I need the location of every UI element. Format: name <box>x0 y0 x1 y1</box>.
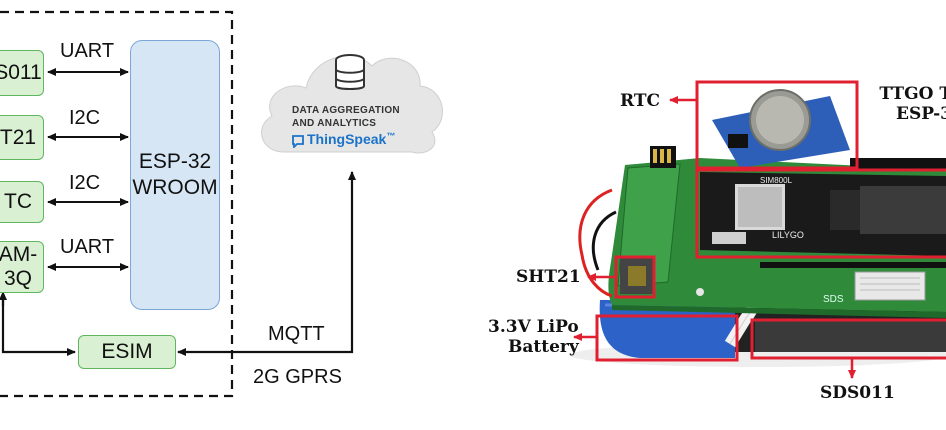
label-sds011: SDS011 <box>820 383 895 403</box>
sim800l-print: SIM800L <box>760 176 793 185</box>
network-label: 2G GPRS <box>253 366 342 388</box>
cloud-line2: AND ANALYTICS <box>292 118 377 129</box>
sensor-block-pm: AM- 3Q <box>0 241 44 293</box>
thingspeak-logo-icon <box>292 135 304 148</box>
cloud-line1: DATA AGGREGATION <box>292 105 400 116</box>
label-rtc: RTC <box>620 91 661 111</box>
sensor-block-sds011: S011 <box>0 50 44 96</box>
esim-to-cloud-arrow <box>177 171 356 356</box>
link-label-uart-2: UART <box>60 236 115 258</box>
battery-highlight-box <box>595 314 739 362</box>
link-label-i2c-1: I2C <box>69 107 101 129</box>
thingspeak-brand: ThingSpeak™ <box>307 131 396 147</box>
link-label-i2c-2: I2C <box>69 172 101 194</box>
esim-block: ESIM <box>78 335 176 369</box>
mcu-block-esp32: ESP-32 WROOM <box>130 40 220 310</box>
sht21-highlight-box <box>614 255 656 299</box>
sensor-block-rtc: TC <box>0 181 44 223</box>
link-label-uart-1: UART <box>60 40 115 62</box>
sensor-block-sht21: T21 <box>0 115 44 160</box>
rtc-highlight-box <box>695 80 859 170</box>
lilygo-print: LILYGO <box>772 230 804 240</box>
label-ttgo: TTGO T ESP-3 <box>879 84 946 124</box>
sds-print: SDS <box>823 294 844 305</box>
protocol-label: MQTT <box>268 323 325 345</box>
sensor-to-esim-arrow <box>1 296 76 356</box>
label-sht21: SHT21 <box>516 267 581 287</box>
database-icon <box>335 54 365 90</box>
label-battery: 3.3V LiPo Battery <box>488 317 579 357</box>
sds011-highlight-box <box>750 318 946 360</box>
cloud-shape <box>261 55 443 154</box>
ttgo-highlight-box <box>695 168 946 259</box>
